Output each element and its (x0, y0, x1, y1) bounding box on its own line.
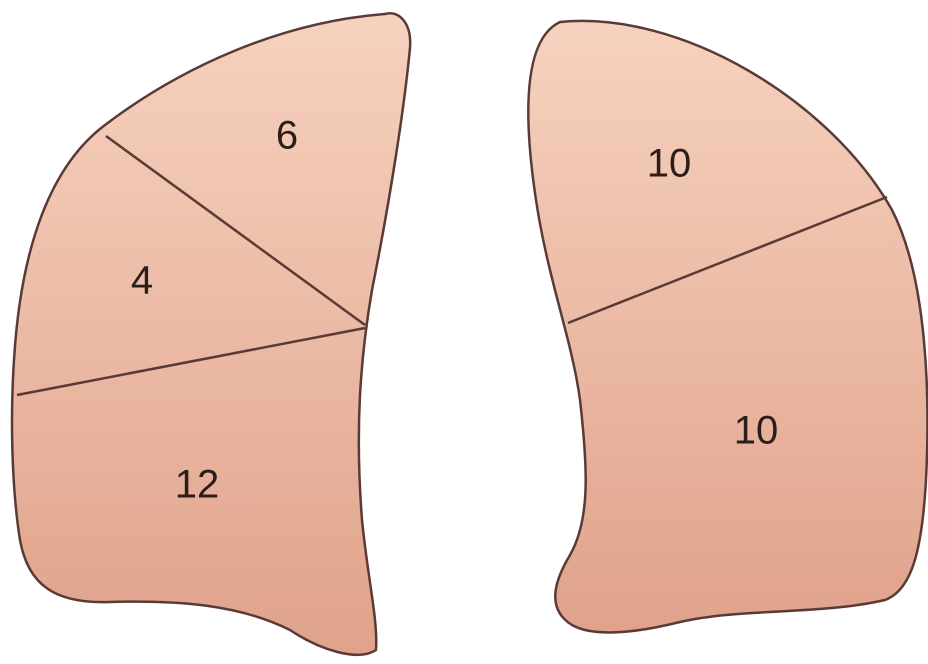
right-upper-segment-label: 10 (647, 142, 692, 186)
left-lung-outline (12, 13, 410, 655)
right-lower-segment-label: 10 (734, 409, 779, 453)
left-lung: 6 4 12 (12, 13, 410, 655)
right-lung-outline (528, 21, 927, 633)
right-lung: 10 10 (528, 21, 927, 633)
left-lower-segment-label: 12 (175, 463, 220, 507)
left-middle-segment-label: 4 (131, 259, 153, 303)
left-upper-segment-label: 6 (276, 114, 298, 158)
